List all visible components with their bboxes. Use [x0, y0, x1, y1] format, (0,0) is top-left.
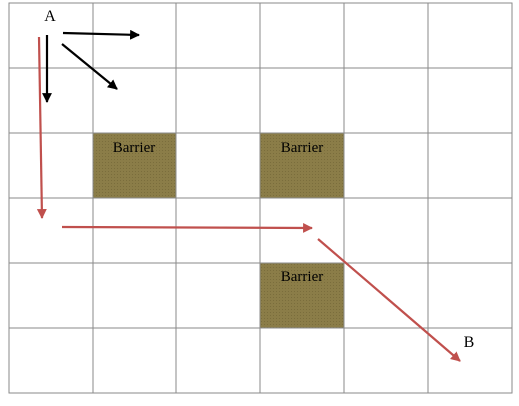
point-a-label: A	[44, 8, 56, 25]
path-arrow-diagonal-icon	[317, 238, 461, 362]
barrier-cell: Barrier	[260, 133, 344, 198]
barrier-cell: Barrier	[260, 263, 344, 328]
barrier-label: Barrier	[113, 140, 155, 156]
path-arrow-right-icon	[61, 223, 313, 233]
path-arrow-down-icon	[36, 36, 47, 219]
arrow-diagonal-icon	[61, 43, 118, 90]
arrow-right-icon	[62, 29, 140, 40]
barrier-label: Barrier	[281, 269, 323, 285]
chosen-path	[36, 36, 461, 362]
grid-lines	[8, 2, 513, 394]
barrier-cell: Barrier	[93, 133, 176, 198]
barrier-label: Barrier	[281, 140, 323, 156]
move-options	[42, 29, 140, 103]
point-b-label: B	[464, 334, 475, 351]
